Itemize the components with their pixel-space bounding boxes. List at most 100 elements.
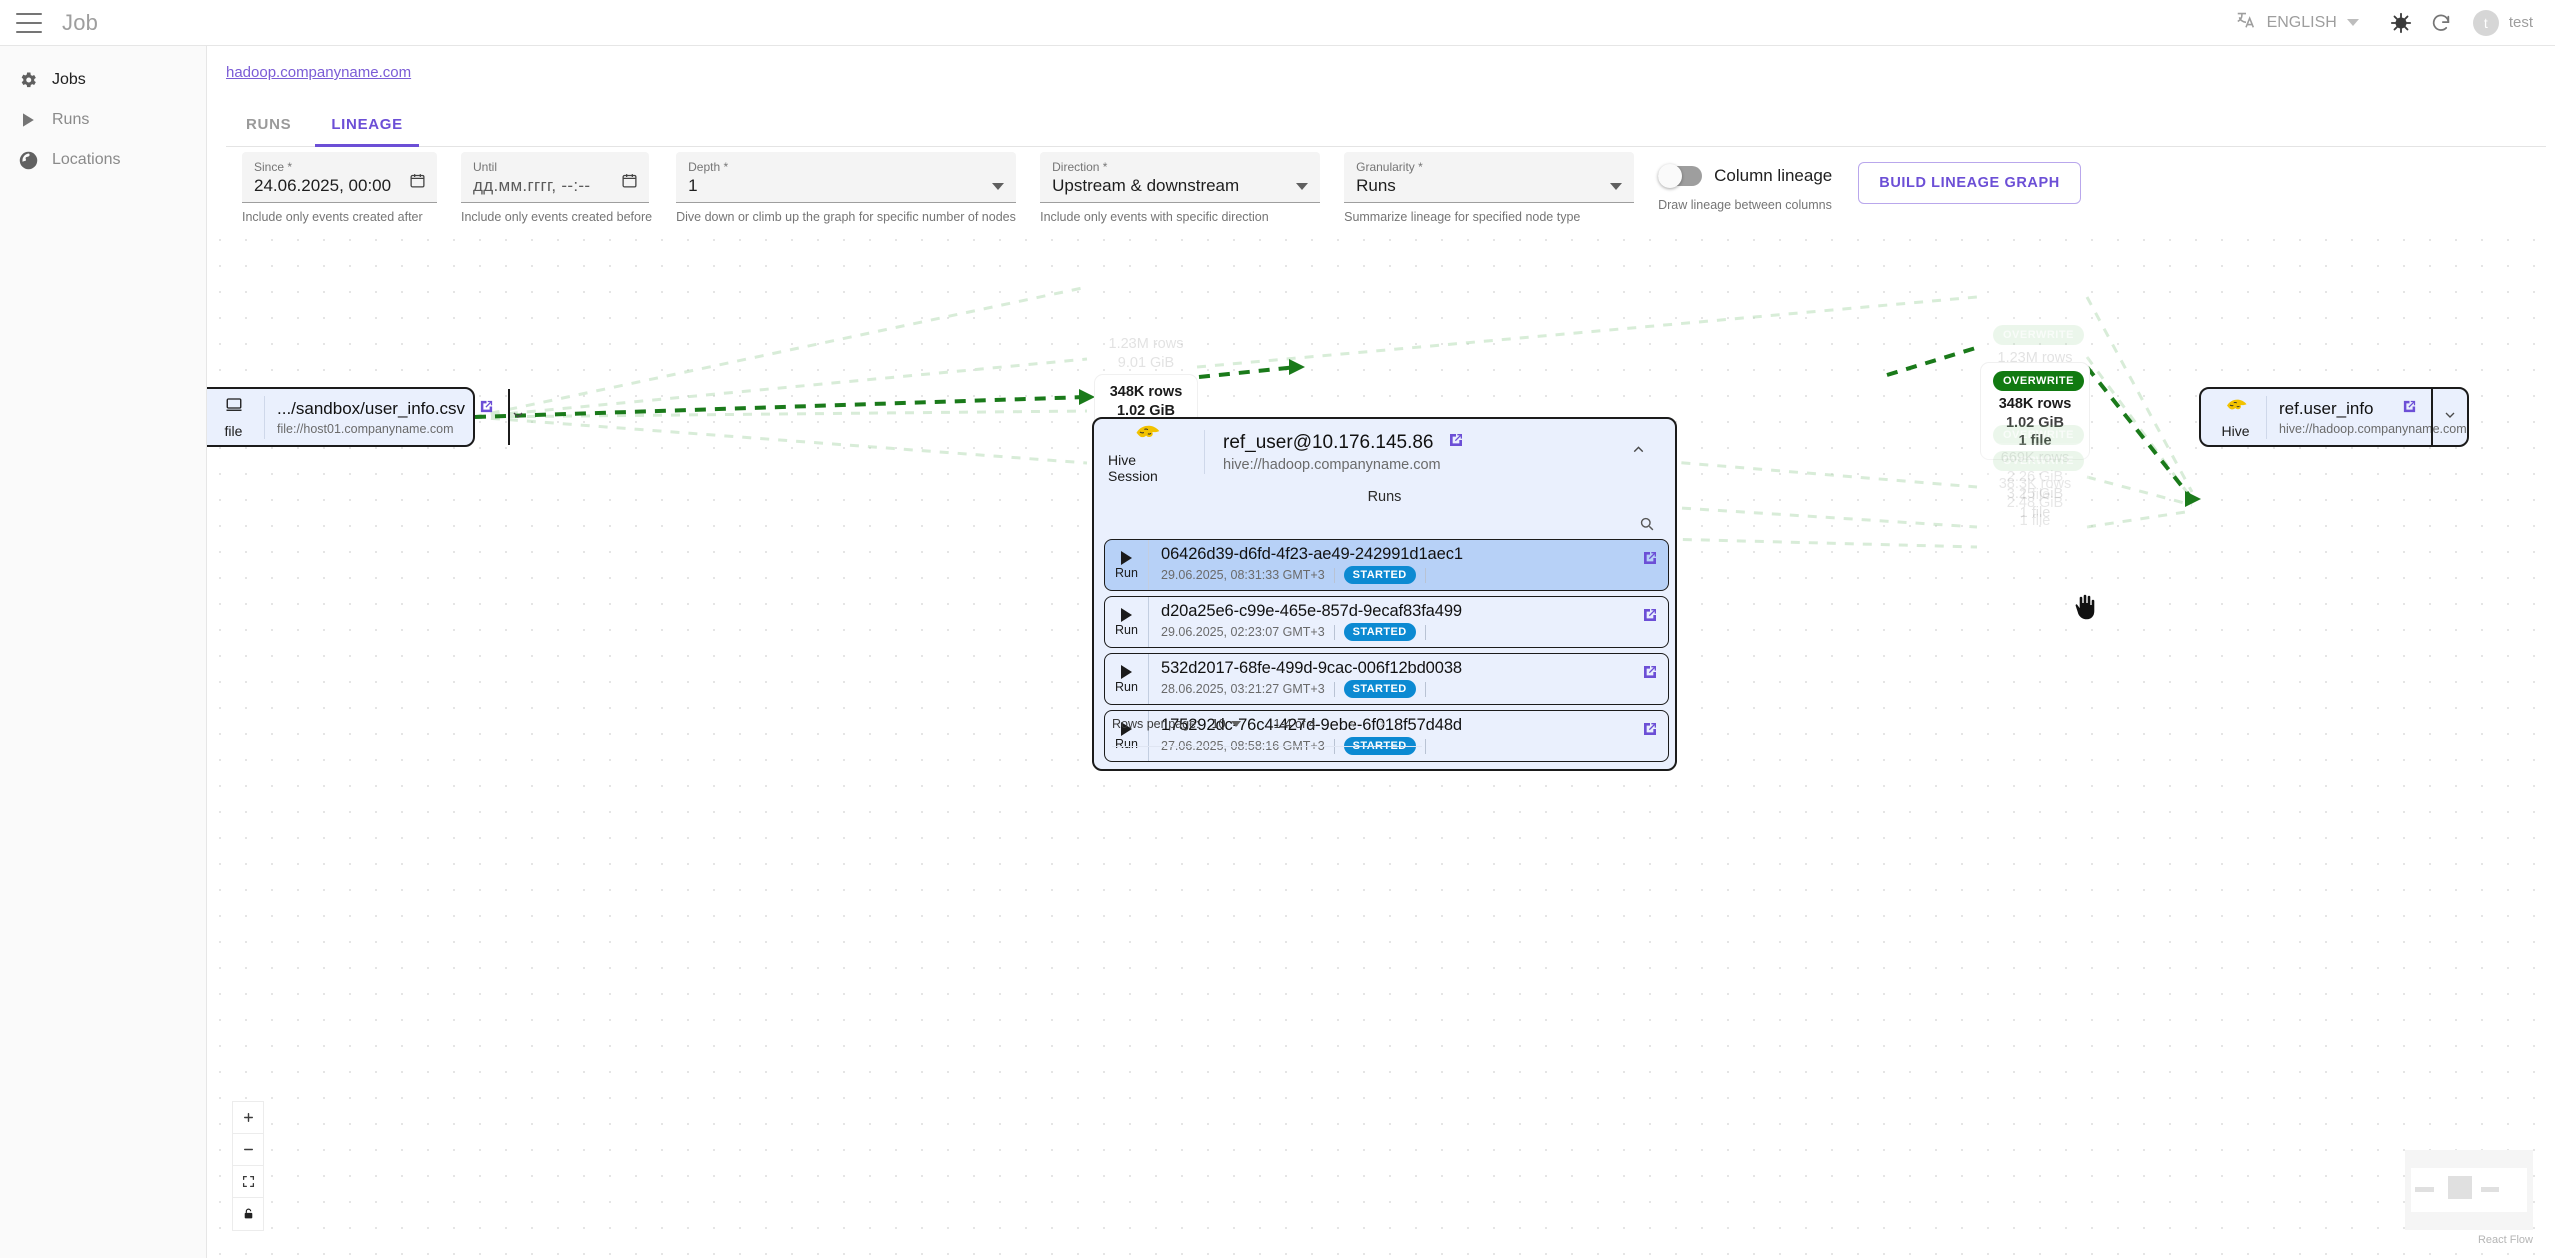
hamburger-icon[interactable] [16,12,42,33]
column-lineage-toggle[interactable] [1658,164,1703,188]
username-label: test [2508,14,2533,31]
hive-icon [1133,421,1161,448]
sidebar-item-runs[interactable]: Runs [0,100,206,140]
play-icon [1121,664,1132,679]
divider [1112,746,1422,747]
run-list-item[interactable]: Run 175292dc-76c4-427d-9ebe-6f018f57d48d… [1104,710,1669,762]
session-collapse-button[interactable] [1615,441,1661,463]
calendar-icon[interactable] [621,172,638,194]
node-source-file[interactable]: file .../sandbox/user_info.csv file://ho… [207,387,523,447]
tab-lineage[interactable]: LINEAGE [311,101,423,147]
run-kind-label: Run [1115,736,1138,751]
minimap-attribution: React Flow [2477,1234,2533,1246]
until-input[interactable]: Until дд.мм.гггг, --:-- [461,152,649,203]
edge-files: 1 file [2019,487,2051,504]
source-node-main: file .../sandbox/user_info.csv file://ho… [207,389,508,445]
edge-size: 2.48 GiB [2006,494,2064,511]
zoom-controls [232,1101,264,1231]
zoom-in-button[interactable] [233,1102,263,1134]
run-timestamp: 29.06.2025, 02:23:07 GMT+3 [1161,625,1325,639]
depth-select[interactable]: Depth * 1 [676,152,1017,203]
runs-list: Run 06426d39-d6fd-4f23-ae49-242991d1aec1… [1104,539,1669,767]
minimap[interactable] [2405,1150,2533,1230]
zoom-out-button[interactable] [233,1134,263,1166]
external-link-icon[interactable] [1448,432,1464,453]
direction-label: Direction * [1052,160,1108,174]
filter-until: Until дд.мм.гггг, --:-- Include only eve… [461,152,652,224]
operation-badge: OVERWRITE [1993,325,2084,346]
edge-size: 3.25 GiB [2006,486,2064,502]
top-bar: Job ENGLISH t test [0,0,2555,46]
dark-mode-icon[interactable] [2381,3,2421,43]
sidebar-item-label: Jobs [52,71,86,88]
minimap-node [2481,1187,2499,1192]
filter-column-lineage: Column lineage Draw lineage between colu… [1658,152,1832,212]
sidebar-item-label: Locations [52,151,121,168]
run-list-item[interactable]: Run 532d2017-68fe-499d-9cac-006f12bd0038… [1104,653,1669,705]
external-link-icon[interactable] [1642,607,1658,628]
edge-label: OVERWRITE 38.3K rows 2.48 GiB 1 file [1981,443,2089,539]
lineage-canvas[interactable]: file .../sandbox/user_info.csv file://ho… [207,227,2555,1258]
sidebar-item-jobs[interactable]: Jobs [0,60,206,100]
direction-select[interactable]: Direction * Upstream & downstream [1040,152,1321,203]
target-node-expand-button[interactable] [2431,389,2467,445]
since-input[interactable]: Since * 24.06.2025, 00:00 [242,152,437,203]
filter-granularity: Granularity * Runs Summarize lineage for… [1344,152,1635,224]
node-target-hive[interactable]: Hive ref.user_info hive://hadoop.company… [2199,387,2469,447]
rows-per-page-select[interactable]: 10 [1212,717,1242,731]
depth-help: Dive down or climb up the graph for spec… [676,210,1016,224]
rows-per-page-value: 10 [1211,717,1226,731]
fit-view-button[interactable] [233,1166,263,1198]
direction-help: Include only events with specific direct… [1040,210,1269,224]
run-type: Run [1105,540,1149,590]
edge-files: 1 file [2019,504,2051,521]
breadcrumb-host-link[interactable]: hadoop.companyname.com [226,64,412,81]
chevron-up-icon [1630,441,1647,463]
target-node-type-label: Hive [2221,422,2250,439]
external-link-icon[interactable] [479,399,494,419]
lock-button[interactable] [233,1198,263,1230]
direction-value: Upstream & downstream [1052,176,1240,195]
chevron-down-icon [2346,19,2359,26]
external-link-icon[interactable] [1642,550,1658,571]
status-badge: STARTED [1343,623,1416,641]
language-selector[interactable]: ENGLISH [2235,9,2359,37]
hive-session-panel[interactable]: Hive Session ref_user@10.176.145.86 hive… [1092,417,1677,771]
hive-icon [2224,396,2248,419]
edge-files: 1 file [1993,432,2077,451]
run-list-item[interactable]: Run 06426d39-d6fd-4f23-ae49-242991d1aec1… [1104,539,1669,591]
external-link-icon[interactable] [2402,399,2417,419]
minimap-node [2415,1187,2434,1192]
session-panel-header: Hive Session ref_user@10.176.145.86 hive… [1094,419,1675,485]
external-link-icon[interactable] [1642,664,1658,685]
avatar[interactable]: t [2472,9,2499,36]
run-list-item[interactable]: Run d20a25e6-c99e-465e-857d-9ecaf83fa499… [1104,596,1669,648]
edge-size: 1.02 GiB [2005,414,2065,431]
granularity-select[interactable]: Granularity * Runs [1344,152,1635,203]
chevron-left-icon[interactable]: ‹ [1349,715,1356,732]
refresh-icon[interactable] [2421,3,2461,43]
target-node-main: Hive ref.user_info hive://hadoop.company… [2201,389,2467,445]
source-node-expand-button[interactable] [508,389,526,445]
rows-per-page-label: Rows per page: [1112,717,1200,731]
play-icon [18,110,52,130]
granularity-label: Granularity * [1356,160,1423,174]
search-icon[interactable] [1638,515,1655,537]
since-value: 24.06.2025, 00:00 [254,176,392,195]
operation-badge: OVERWRITE [1993,425,2084,446]
tab-runs[interactable]: RUNS [246,115,292,133]
divider [1424,738,1426,754]
run-type: Run [1105,654,1149,704]
run-type: Run [1105,597,1149,647]
chevron-down-icon [1296,183,1309,190]
edge-size: 9.01 GiB [1117,354,1175,371]
external-link-icon[interactable] [1642,721,1658,742]
run-id: 532d2017-68fe-499d-9cac-006f12bd0038 [1161,659,1462,677]
edge-rows: 1.23M rows [1108,336,1184,352]
chevron-right-icon[interactable]: › [1379,715,1385,732]
source-node-type-label: file [224,422,243,439]
calendar-icon[interactable] [409,172,426,194]
divider [1424,624,1426,640]
build-lineage-graph-button[interactable]: BUILD LINEAGE GRAPH [1858,162,2081,204]
sidebar-item-locations[interactable]: Locations [0,140,206,180]
